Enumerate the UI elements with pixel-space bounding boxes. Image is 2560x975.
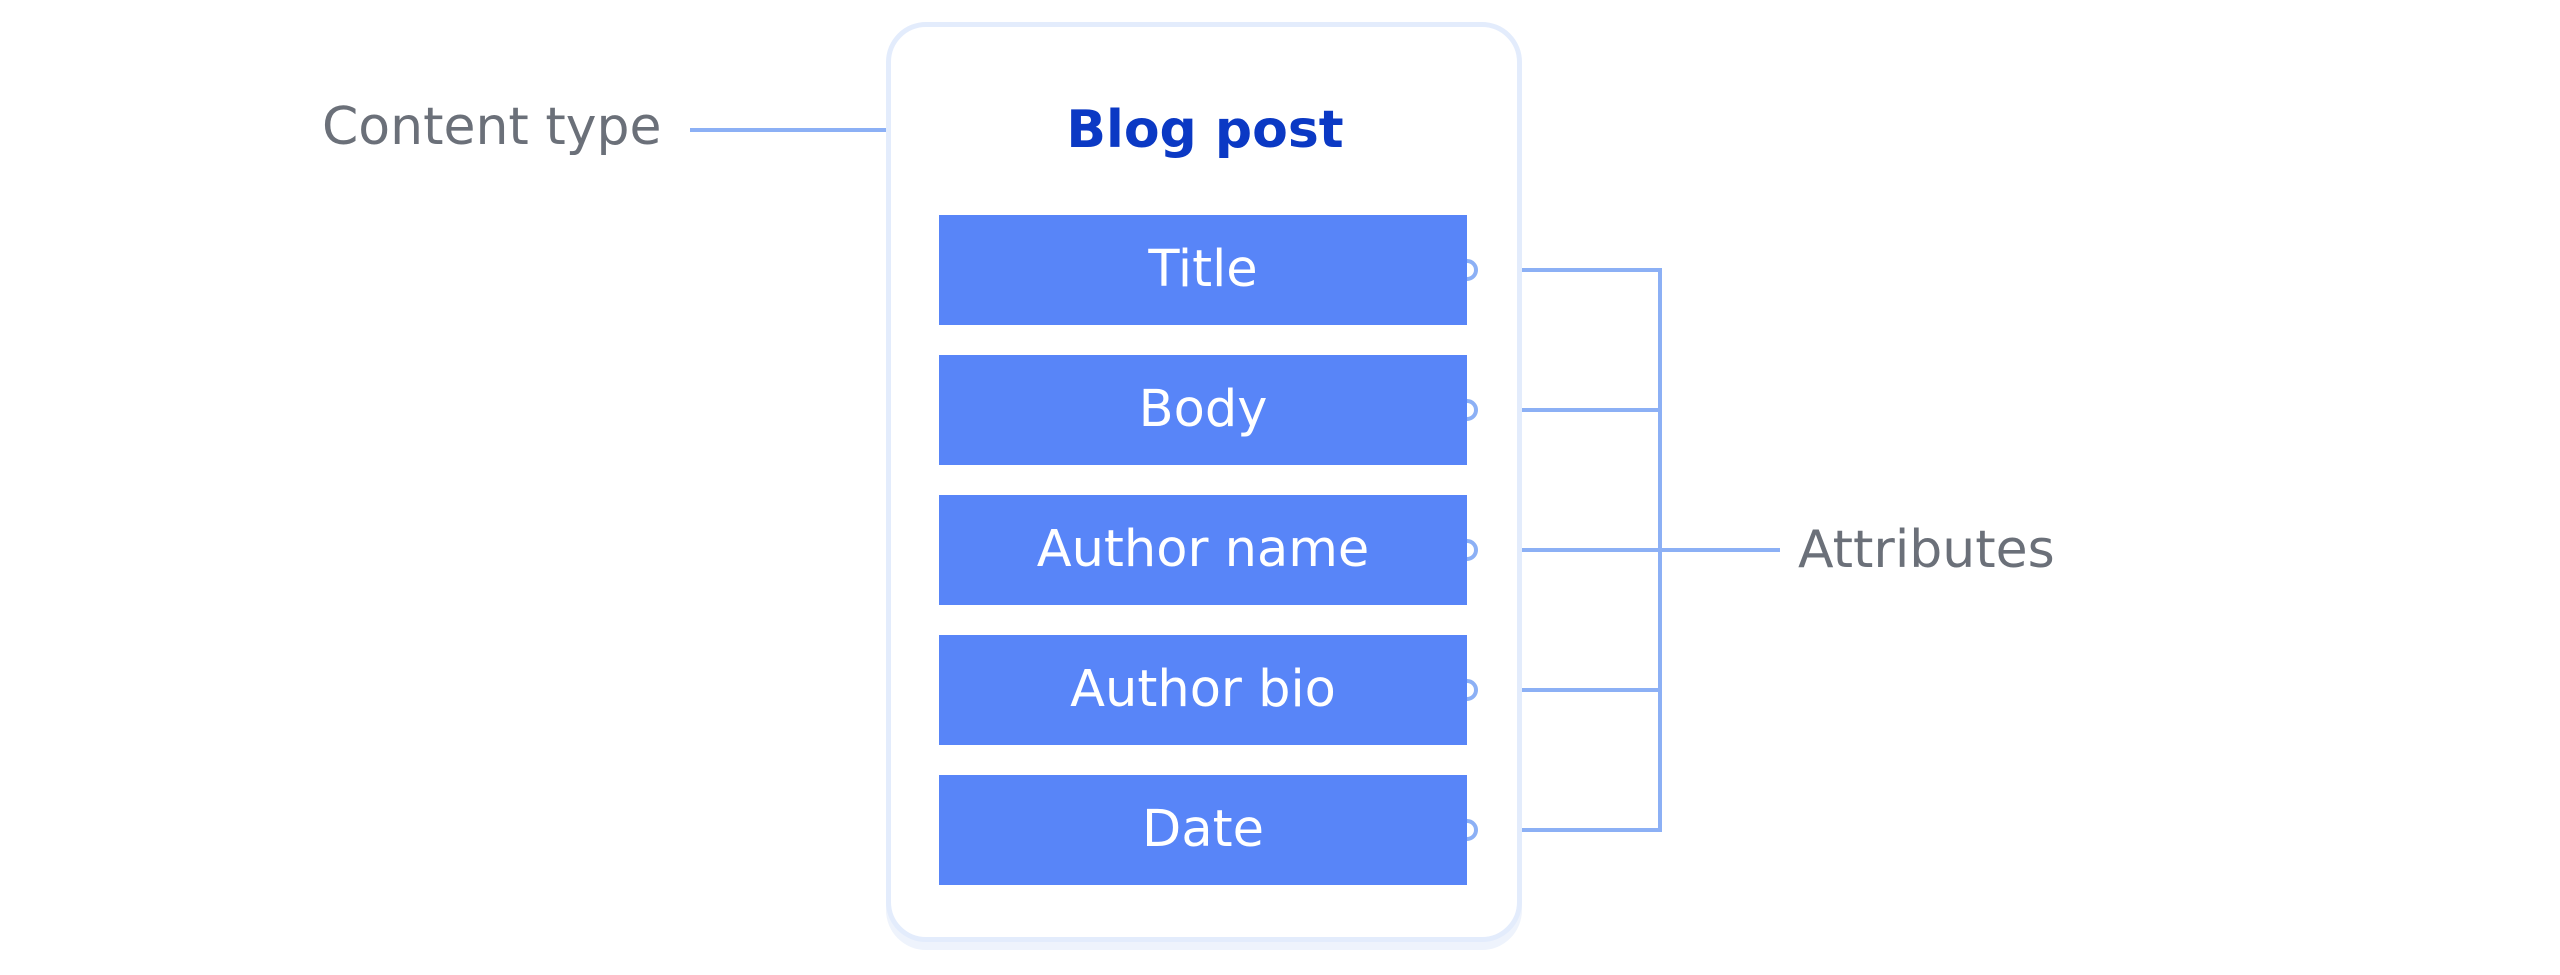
attribute-box-date: Date	[939, 775, 1467, 885]
attribute-box-body: Body	[939, 355, 1467, 465]
content-type-label: Content type	[322, 97, 662, 157]
attribute-box-title: Title	[939, 215, 1467, 325]
attribute-box-author-bio: Author bio	[939, 635, 1467, 745]
content-type-name: Blog post	[1066, 100, 1344, 160]
attribute-box-author-name: Author name	[939, 495, 1467, 605]
attributes-label: Attributes	[1798, 520, 2055, 580]
